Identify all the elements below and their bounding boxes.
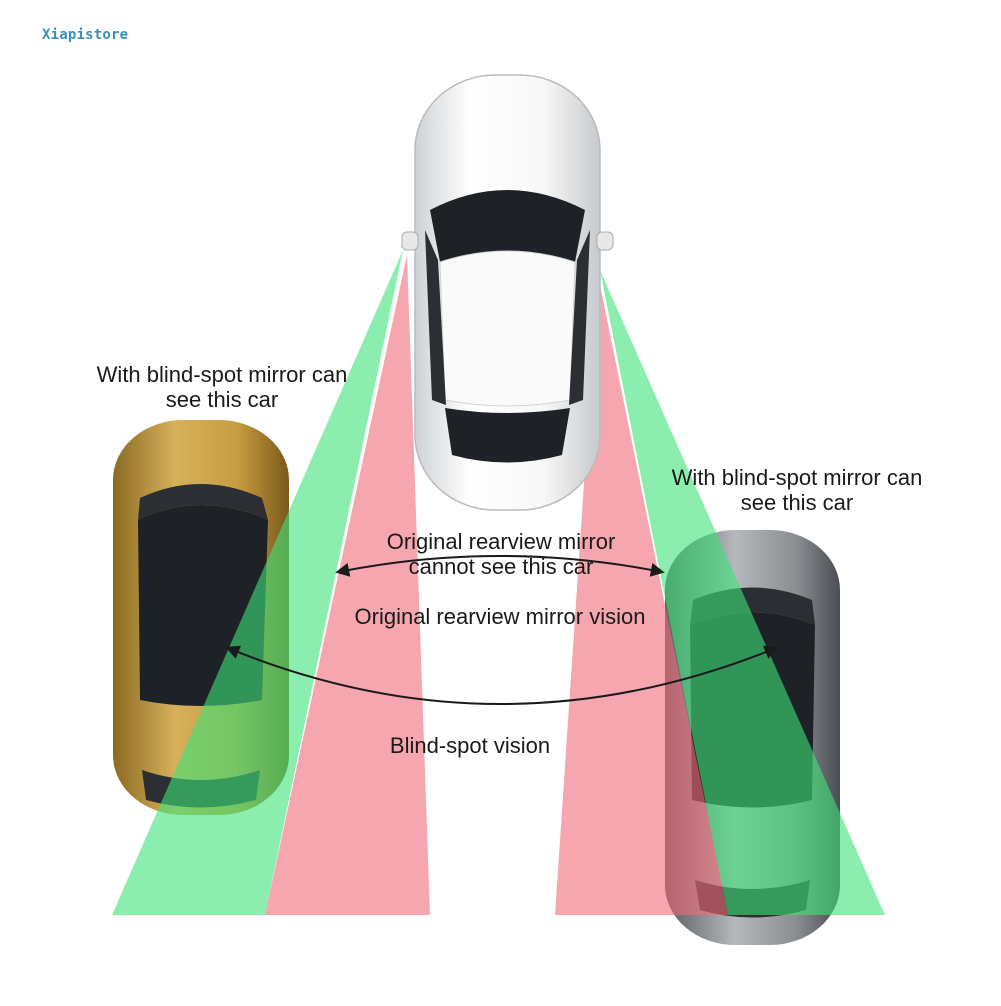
center-label-line1: Original rearview mirror <box>386 529 616 554</box>
right-car-label-line2: see this car <box>740 490 854 515</box>
blindspot-vision-label: Blind-spot vision <box>389 733 551 758</box>
ego-car-rear-window <box>445 408 570 463</box>
left-car-label-line1: With blind-spot mirror can <box>96 362 348 387</box>
ego-car-right-side-glass <box>569 230 590 405</box>
left-rearview-zone <box>265 255 430 915</box>
right-car-label: With blind-spot mirror can see this car <box>651 465 943 515</box>
ego-car-left-mirror <box>401 231 419 251</box>
right-blindspot-zone <box>600 270 885 915</box>
right-car-label-line1: With blind-spot mirror can <box>671 465 923 490</box>
left-car-windshield <box>138 484 268 520</box>
left-car-label-line2: see this car <box>165 387 279 412</box>
rearview-range-arrow <box>335 555 665 577</box>
center-label-line2: cannot see this car <box>408 554 594 579</box>
watermark: Xiapistore <box>42 27 129 43</box>
vision-zones <box>112 250 885 915</box>
ego-car <box>401 74 614 511</box>
ego-car-right-mirror <box>596 231 614 251</box>
ego-car-left-side-glass <box>425 230 446 405</box>
blindspot-range-arrow <box>225 645 779 705</box>
original-vision-label: Original rearview mirror vision <box>354 604 646 629</box>
ego-car-roof <box>439 250 576 407</box>
center-blind-label: Original rearview mirror cannot see this… <box>360 529 642 579</box>
ego-car-windshield <box>430 190 585 262</box>
left-car-label: With blind-spot mirror can see this car <box>76 362 368 412</box>
left-blindspot-zone <box>112 250 403 915</box>
